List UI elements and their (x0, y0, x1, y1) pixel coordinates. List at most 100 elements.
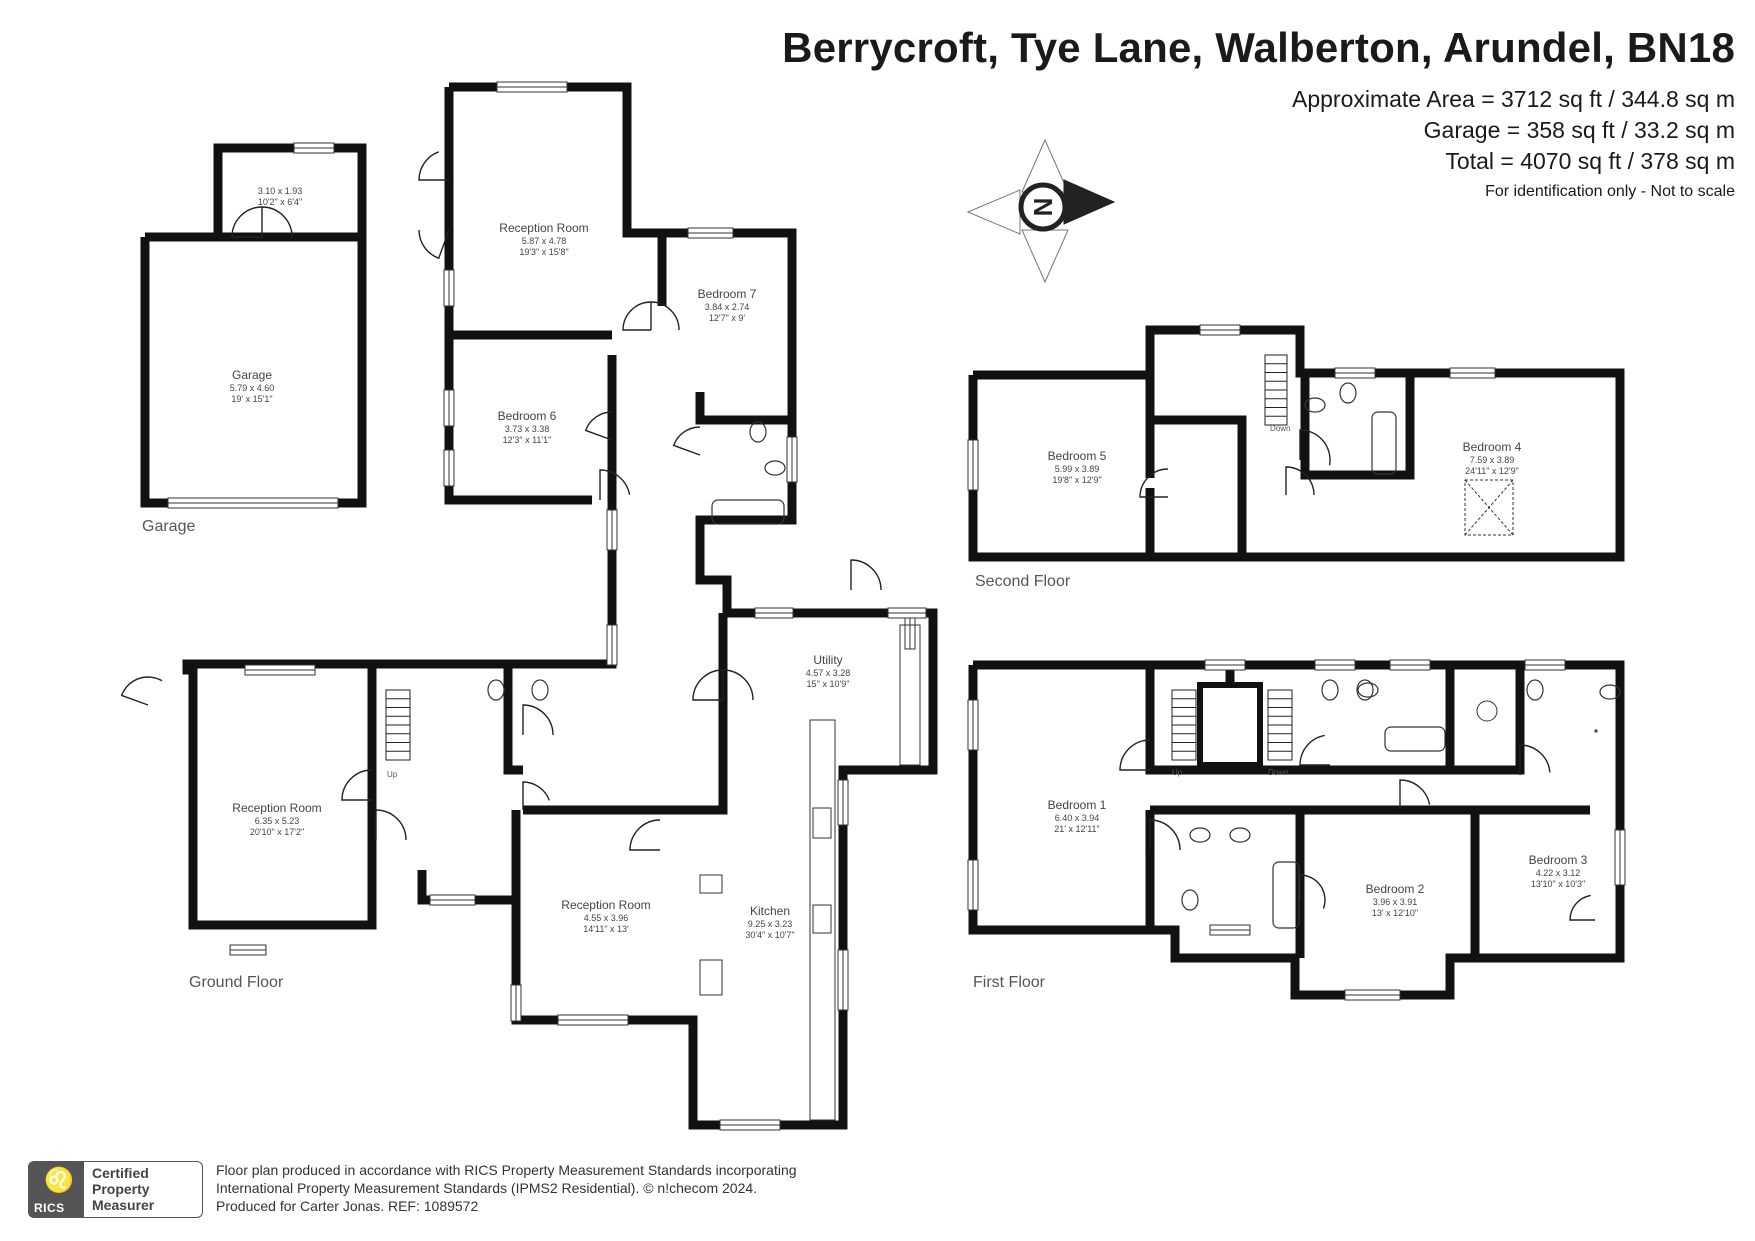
toilet-2 (531, 679, 549, 701)
room-name: Bedroom 3 (1529, 853, 1588, 867)
room-imperial: 20'10" x 17'2" (250, 827, 304, 837)
room-metric: 3.84 x 2.74 (705, 302, 750, 312)
stair-label-down-first: Down (1268, 768, 1288, 777)
footer-line-3: Produced for Carter Jonas. REF: 1089572 (216, 1198, 479, 1214)
kitchen-unit-2 (699, 959, 723, 996)
room-name: Bedroom 5 (1048, 449, 1107, 463)
door-25 (1519, 744, 1551, 775)
room-imperial: 12'7" x 9' (709, 313, 745, 323)
room-metric: 6.40 x 3.94 (1055, 813, 1100, 823)
room-imperial: 21' x 12'11" (1054, 824, 1100, 834)
room-imperial: 10'2" x 6'4" (258, 197, 302, 207)
disclaimer-note: For identification only - Not to scale (1485, 183, 1735, 200)
door-5 (650, 301, 680, 331)
toilet-3 (1339, 382, 1357, 404)
toilet-7 (1181, 889, 1199, 911)
room-metric: 4.55 x 3.96 (584, 913, 629, 923)
room-metric: 7.59 x 3.89 (1470, 455, 1515, 465)
room-name: Bedroom 1 (1048, 798, 1107, 812)
kitchen-unit-1 (699, 874, 723, 894)
fixtures (385, 354, 1621, 1121)
room-name: Kitchen (750, 904, 790, 918)
badge-line-1: Certified (92, 1165, 149, 1181)
footer-credits: Floor plan produced in accordance with R… (216, 1161, 797, 1215)
lion-icon: ♌ (44, 1167, 74, 1194)
basin-4 (1229, 827, 1251, 843)
stair-label-up-ground: Up (387, 770, 398, 779)
badge-line-3: Measurer (92, 1197, 155, 1213)
kitchen-worktop (809, 719, 836, 1121)
toilet-0 (749, 421, 767, 443)
wall-11 (523, 613, 728, 815)
wall-1 (213, 143, 367, 237)
wall-3 (449, 82, 797, 617)
wall-14 (968, 325, 1625, 562)
room-name: Utility (813, 653, 842, 667)
room-name: Reception Room (499, 221, 588, 235)
door-19 (1285, 466, 1315, 496)
room-bedroom-2: Bedroom 2 3.96 x 3.91 13' x 12'10" (1366, 882, 1425, 918)
door-15 (375, 809, 407, 841)
badge-text: Certified Property Measurer (84, 1161, 203, 1218)
footer-line-1: Floor plan produced in accordance with R… (216, 1162, 797, 1178)
cylinder (1476, 700, 1498, 722)
door-7 (672, 426, 701, 456)
room-imperial: 30'4" x 10'7" (745, 930, 794, 940)
room-bedroom-1: Bedroom 1 6.40 x 3.94 21' x 12'11" (1048, 798, 1107, 834)
toilet-4 (1321, 679, 1339, 701)
windows (167, 81, 1626, 1131)
wall-20 (1145, 665, 1525, 775)
stair-label-up-first: Up (1172, 768, 1183, 777)
door-3 (418, 229, 450, 260)
page-title: Berrycroft, Tye Lane, Walberton, Arundel… (782, 24, 1735, 71)
bath-1 (1371, 411, 1397, 475)
approximate-area: Approximate Area = 3712 sq ft / 344.8 sq… (1291, 86, 1735, 112)
room-imperial: 14'11" x 13' (583, 924, 629, 934)
room-bedroom-3: Bedroom 3 4.22 x 3.12 13'10" x 10'3" (1529, 853, 1588, 889)
floor-label-second: Second Floor (975, 573, 1071, 590)
stairwell-void (1197, 682, 1263, 768)
door-22 (1149, 819, 1181, 851)
room-imperial: 24'11" x 12'9" (1465, 466, 1519, 476)
door-26 (1299, 874, 1326, 909)
doors (120, 151, 1595, 921)
room-kitchen: Kitchen 9.25 x 3.23 30'4" x 10'7" (745, 904, 794, 940)
walls (140, 82, 1625, 1130)
door-17 (120, 676, 163, 706)
toilet-5 (1356, 679, 1374, 701)
wall-8 (182, 500, 617, 930)
wall-16 (1300, 373, 1415, 480)
wall-15 (1145, 330, 1247, 557)
room-name: Bedroom 7 (698, 287, 757, 301)
room-metric: 4.22 x 3.12 (1536, 868, 1581, 878)
floor-label-first: First Floor (973, 974, 1046, 991)
door-4 (622, 301, 652, 331)
toilet-1 (487, 679, 505, 701)
room-imperial: 19' x 15'1" (231, 394, 272, 404)
footer-line-2: International Property Measurement Stand… (216, 1180, 758, 1196)
basin-1 (1304, 397, 1326, 413)
room-metric: 5.87 x 4.78 (522, 236, 567, 246)
garage-area: Garage = 358 sq ft / 33.2 sq m (1423, 117, 1735, 143)
room-name: Garage (232, 368, 272, 382)
room-reception-mid: Reception Room 4.55 x 3.96 14'11" x 13' (561, 898, 650, 934)
badge-line-2: Property (92, 1181, 150, 1197)
room-imperial: 13' x 12'10" (1372, 908, 1418, 918)
room-metric: 9.25 x 3.23 (748, 919, 793, 929)
floor-label-ground: Ground Floor (189, 974, 284, 991)
door-2 (418, 151, 449, 181)
basin-3 (1189, 827, 1211, 843)
rics-logo: ♌ RICS (28, 1161, 84, 1218)
room-name: Bedroom 6 (498, 409, 557, 423)
room-reception-top: Reception Room 5.87 x 4.78 19'3" x 15'8" (499, 221, 588, 257)
basin-5 (1599, 684, 1621, 700)
door-0 (261, 206, 293, 238)
total-area: Total = 4070 sq ft / 378 sq m (1445, 148, 1735, 174)
stair-label-down-second: Down (1270, 424, 1290, 433)
rics-badge: ♌ RICS Certified Property Measurer (28, 1161, 204, 1218)
door-21 (1119, 739, 1151, 771)
room-imperial: 19'8" x 12'9" (1052, 475, 1101, 485)
door-23 (1399, 779, 1431, 810)
toilet-6 (1526, 679, 1544, 701)
room-metric: 5.99 x 3.89 (1055, 464, 1100, 474)
